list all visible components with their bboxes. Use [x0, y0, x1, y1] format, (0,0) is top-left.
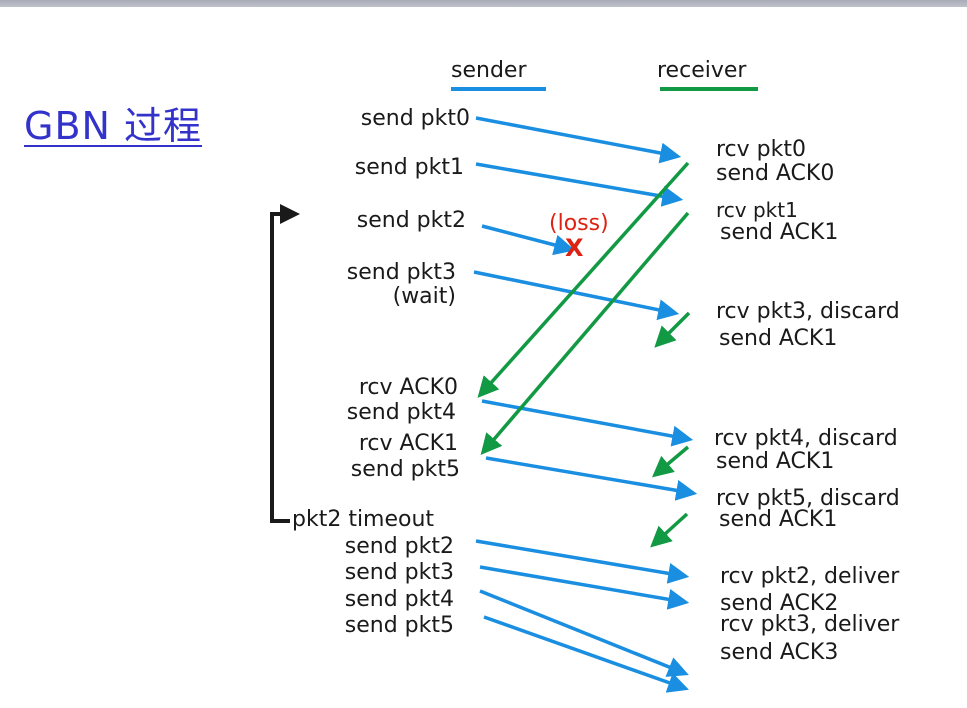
loss-label: (loss) [549, 211, 609, 236]
sender-event: send pkt5 [344, 613, 454, 638]
ack-arrow-ack1-dup-pkt4 [651, 445, 690, 478]
timeout-bracket-arrow [270, 204, 300, 523]
receiver-event: rcv pkt3, discard [716, 299, 900, 324]
packet-arrow-pkt1 [475, 162, 684, 207]
receiver-event: rcv pkt5, discard [716, 486, 900, 511]
sender-event: send pkt2 [344, 534, 454, 559]
packet-arrow-pkt2-resend [475, 539, 690, 584]
receiver-event: send ACK1 [720, 220, 839, 245]
receiver-event: rcv pkt1 [716, 198, 798, 222]
sender-event: rcv ACK1 [358, 431, 458, 456]
packet-arrow-pkt5-resend [483, 615, 689, 693]
receiver-column-header: receiver [657, 58, 747, 83]
packet-arrow-pkt0 [475, 116, 682, 164]
top-bar [0, 0, 967, 7]
receiver-event: rcv pkt4, discard [714, 426, 898, 451]
ack-arrow-ack1-dup-pkt3 [654, 311, 691, 348]
sender-event: send pkt4 [344, 587, 454, 612]
loss-x-mark: X [565, 234, 584, 262]
packet-arrow-pkt4-resend [479, 589, 689, 677]
receiver-event: send ACK2 [720, 591, 839, 616]
sender-column-header: sender [451, 58, 527, 83]
packet-arrow-pkt2 [481, 224, 576, 256]
sender-event: (wait) [392, 284, 456, 309]
ack-arrows [477, 161, 691, 548]
sender-event: send pkt2 [356, 208, 466, 233]
sender-event: send pkt3 [344, 560, 454, 585]
sender-header-underline [451, 87, 546, 91]
receiver-event: send ACK0 [716, 161, 835, 186]
ack-arrow-ack1 [480, 211, 690, 455]
packet-arrow-pkt5 [485, 456, 698, 501]
packet-arrows [473, 116, 698, 693]
slide-title: GBN 过程 [24, 104, 203, 148]
sender-event: send pkt4 [346, 400, 456, 425]
receiver-event: rcv pkt3, deliver [720, 612, 900, 637]
packet-arrow-pkt4 [481, 399, 694, 447]
ack-arrow-ack0 [477, 161, 690, 398]
receiver-header-underline [660, 87, 758, 91]
packet-arrow-pkt3-resend [479, 565, 690, 610]
receiver-event: rcv pkt0 [716, 137, 806, 162]
sender-event: send pkt0 [360, 106, 470, 131]
sender-event: send pkt3 [346, 260, 456, 285]
receiver-event: rcv pkt2, deliver [720, 564, 900, 589]
receiver-event: send ACK3 [720, 640, 839, 665]
sender-event: pkt2 timeout [292, 507, 435, 532]
ack-arrow-ack1-dup-pkt5 [650, 512, 689, 548]
receiver-event: send ACK1 [719, 507, 838, 532]
receiver-event: send ACK1 [716, 449, 835, 474]
sender-event: send pkt1 [354, 155, 464, 180]
receiver-event: send ACK1 [719, 326, 838, 351]
sender-event: rcv ACK0 [358, 375, 458, 400]
sender-event: send pkt5 [350, 457, 460, 482]
